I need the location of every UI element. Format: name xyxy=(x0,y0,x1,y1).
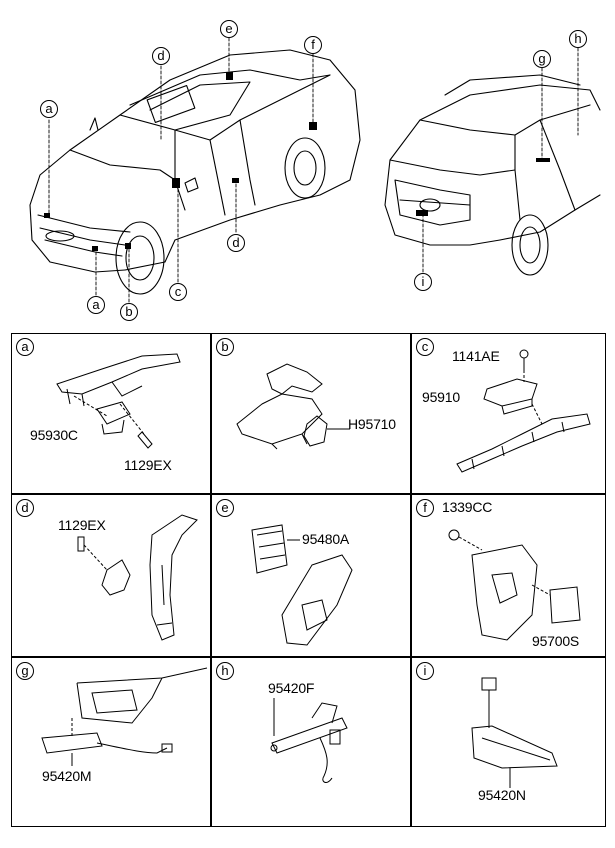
panel-d-tag: d xyxy=(16,499,34,517)
panel-e-drawing xyxy=(251,524,353,646)
callout-a-bottom: a xyxy=(87,296,105,314)
part-number-H95710: H95710 xyxy=(348,416,396,432)
callout-d-top: d xyxy=(152,47,170,65)
callout-d-bottom: d xyxy=(227,234,245,252)
front-car-drawing xyxy=(29,49,361,295)
panel-b-drawing xyxy=(236,363,350,450)
callout-c-bottom: c xyxy=(169,283,187,301)
panel-e: e 95480A xyxy=(211,494,411,657)
panel-g-drawing xyxy=(41,667,208,766)
panel-a-tag: a xyxy=(16,338,34,356)
panel-e-tag: e xyxy=(216,499,234,517)
panel-a: a 95930C 1129EX xyxy=(11,333,211,494)
part-number-1339CC: 1339CC xyxy=(442,499,493,515)
panel-h-tag: h xyxy=(216,662,234,680)
panel-c-drawing xyxy=(456,349,591,473)
part-number-1129EX: 1129EX xyxy=(124,457,172,473)
panel-i-tag: i xyxy=(416,662,434,680)
part-number-95420M: 95420M xyxy=(42,768,92,784)
panel-a-drawing xyxy=(56,353,181,449)
panel-i-drawing xyxy=(471,677,558,788)
panel-h-drawing xyxy=(270,698,348,783)
callout-b-bottom: b xyxy=(120,303,138,321)
panel-g-tag: g xyxy=(16,662,34,680)
panel-g: g 95420M xyxy=(11,657,211,827)
part-number-95420F: 95420F xyxy=(268,680,315,696)
panel-d: d 1129EX xyxy=(11,494,211,657)
callout-g-top: g xyxy=(533,50,551,68)
panel-f-tag: f xyxy=(416,499,434,517)
part-number-95910: 95910 xyxy=(422,389,460,405)
vehicle-overview: a d e f g h d c a b i xyxy=(0,0,615,321)
callout-a-top: a xyxy=(40,100,58,118)
panel-b: b H95710 xyxy=(211,333,411,494)
part-number-95930C: 95930C xyxy=(30,427,78,443)
panel-c-tag: c xyxy=(416,338,434,356)
panel-h: h 95420F xyxy=(211,657,411,827)
rear-car-drawing xyxy=(384,74,601,276)
part-number-95480A: 95480A xyxy=(302,531,350,547)
callout-e-top: e xyxy=(220,20,238,38)
panel-f: f 1339CC 95700S xyxy=(411,494,606,657)
callout-f-top: f xyxy=(304,36,322,54)
panel-d-drawing xyxy=(77,514,198,641)
part-number-1129EX-d: 1129EX xyxy=(58,517,106,533)
part-number-1141AE: 1141AE xyxy=(452,348,500,364)
panel-f-drawing xyxy=(448,529,581,641)
part-number-95420N: 95420N xyxy=(478,787,526,803)
part-number-95700S: 95700S xyxy=(532,633,580,649)
panel-c: c 1141AE 95910 xyxy=(411,333,606,494)
callout-h-top: h xyxy=(569,30,587,48)
vehicle-illustration xyxy=(29,37,601,303)
panel-i: i 95420N xyxy=(411,657,606,827)
callout-i-bottom: i xyxy=(414,273,432,291)
panel-b-tag: b xyxy=(216,338,234,356)
